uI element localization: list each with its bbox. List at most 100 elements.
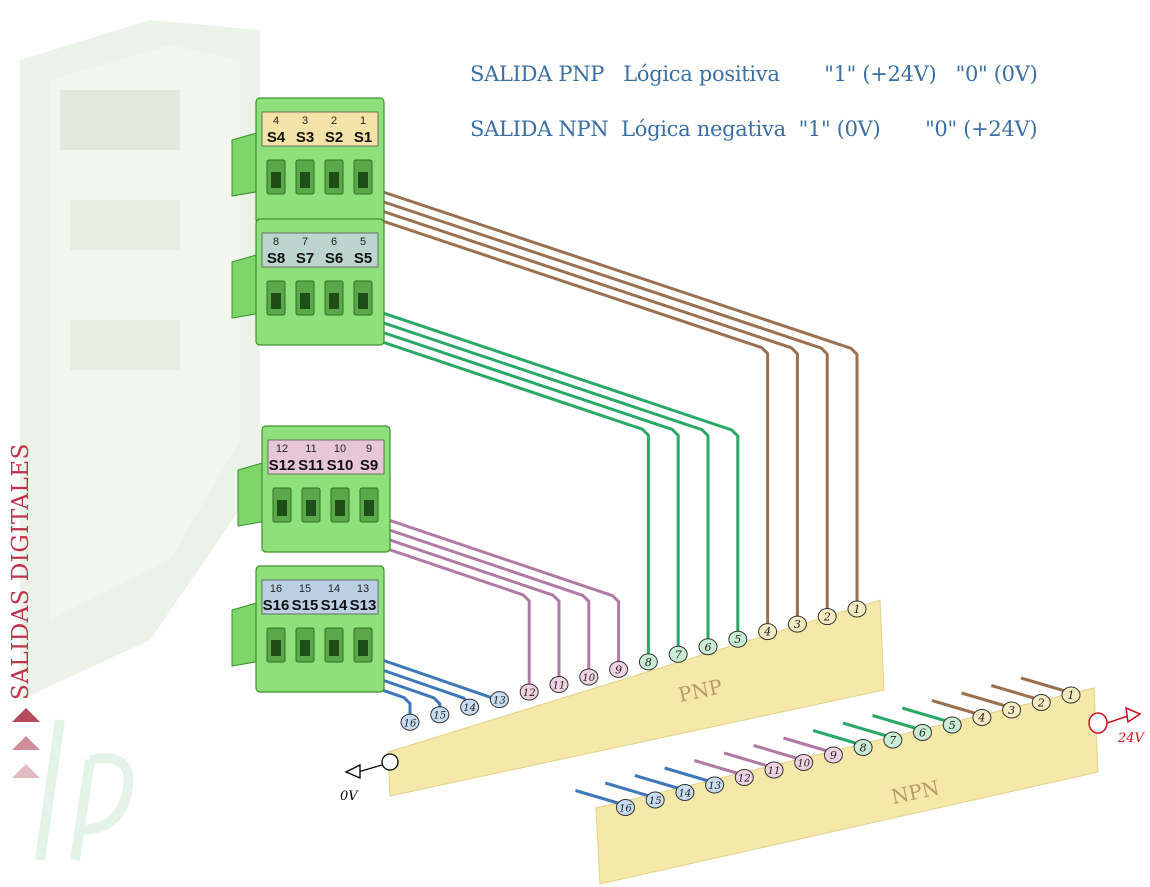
legend-row-pnp: SALIDA PNP Lógica positiva "1" (+24V) "0… xyxy=(470,62,1038,86)
pnp-terminal-4 xyxy=(758,623,778,641)
pnp-terminal-5 xyxy=(728,630,748,648)
connector-pin-number: 6 xyxy=(331,236,337,248)
connector-signal-label: S10 xyxy=(327,457,354,474)
connector-pin-number: 7 xyxy=(302,236,308,248)
connector-pin-number: 16 xyxy=(270,583,282,595)
npn-terminal-14 xyxy=(675,784,695,801)
npn-terminal-13 xyxy=(705,776,725,794)
pnp-terminal-label: 1 xyxy=(854,603,861,616)
pnp-terminal-label: 3 xyxy=(794,618,801,631)
zero-volt-terminal-icon xyxy=(344,753,399,779)
io-module-background xyxy=(20,20,260,700)
npn-terminal-label: 10 xyxy=(797,759,810,770)
npn-terminal-7 xyxy=(883,731,903,749)
plus-24v-terminal-icon xyxy=(1088,706,1142,734)
npn-lead-12 xyxy=(693,759,739,775)
npn-terminal-label: 12 xyxy=(738,774,751,785)
screw-hole xyxy=(271,640,281,656)
connector-signal-label: S5 xyxy=(354,250,372,267)
wire-8 xyxy=(271,303,650,654)
screw-hole xyxy=(271,293,281,309)
pnp-terminal-8 xyxy=(638,653,658,671)
wire-3 xyxy=(300,182,799,617)
wire-2 xyxy=(329,182,829,609)
legend-pnp-logic: Lógica positiva xyxy=(623,62,780,86)
npn-terminal-label: 15 xyxy=(649,796,662,807)
npn-terminal-label: 16 xyxy=(619,804,632,815)
legend-npn-zero: "0" (+24V) xyxy=(925,117,1038,141)
screw-hole xyxy=(277,500,287,516)
wire-6 xyxy=(329,303,710,639)
connector-signal-label: S3 xyxy=(296,129,314,146)
legend-npn-label: SALIDA NPN xyxy=(470,117,609,141)
connector-signal-label: S13 xyxy=(350,597,377,614)
pnp-terminal-label: 13 xyxy=(493,696,506,707)
pnp-terminal-3 xyxy=(787,615,807,633)
screw-hole xyxy=(364,500,374,516)
npn-lead-15 xyxy=(604,781,650,798)
pnp-terminal-label: 5 xyxy=(734,633,741,646)
screw-hole xyxy=(300,293,310,309)
connector-signal-label: S6 xyxy=(325,250,343,267)
pnp-terminal-label: 9 xyxy=(615,663,622,676)
npn-lead-1 xyxy=(1020,676,1066,693)
screw-hole xyxy=(358,293,368,309)
npn-terminal-label: 11 xyxy=(768,766,781,777)
wire-11 xyxy=(306,510,561,677)
npn-terminal-2 xyxy=(1031,694,1051,711)
legend-npn-one: "1" (0V) xyxy=(798,117,881,141)
npn-terminal-12 xyxy=(734,769,754,786)
pnp-terminal-label: 15 xyxy=(433,711,446,722)
pnp-terminal-16 xyxy=(400,713,420,731)
pnp-terminal-12 xyxy=(519,683,539,701)
npn-lead-7 xyxy=(842,721,888,738)
screw-hole xyxy=(329,293,339,309)
npn-terminal-3 xyxy=(1002,701,1022,719)
legend-npn-logic: Lógica negativa xyxy=(621,117,786,141)
connector-signal-label: S12 xyxy=(269,457,296,474)
connector-pin-number: 5 xyxy=(360,236,366,248)
connector-pin-number: 4 xyxy=(273,115,279,127)
npn-lead-16 xyxy=(575,789,620,805)
npn-terminal-label: 6 xyxy=(919,727,926,740)
npn-lead-8 xyxy=(812,729,858,745)
npn-terminal-4 xyxy=(972,709,992,726)
screw-hole xyxy=(306,500,316,516)
npn-lead-13 xyxy=(664,766,710,783)
connector-signal-label: S7 xyxy=(296,250,314,267)
connector-pin-number: 12 xyxy=(276,443,288,455)
pnp-terminal-label: 4 xyxy=(763,626,771,639)
npn-lead-2 xyxy=(990,684,1036,700)
wire-12 xyxy=(277,510,531,685)
npn-terminal-label: 1 xyxy=(1068,689,1075,702)
npn-lead-14 xyxy=(634,774,680,790)
pnp-terminal-14 xyxy=(460,698,480,716)
legend-row-npn: SALIDA NPN Lógica negativa "1" (0V) "0" … xyxy=(470,117,1038,141)
npn-lead-11 xyxy=(723,751,769,768)
npn-lead-9 xyxy=(782,736,828,753)
screw-hole xyxy=(329,172,339,188)
connector-signal-label: S14 xyxy=(321,597,348,614)
connector-pin-number: 15 xyxy=(299,583,311,595)
connector-signal-label: S9 xyxy=(360,457,378,474)
screw-hole xyxy=(271,172,281,188)
npn-terminal-label: 2 xyxy=(1037,697,1045,710)
wire-9 xyxy=(364,510,621,662)
wire-10 xyxy=(335,510,591,669)
npn-lead-10 xyxy=(753,744,799,760)
npn-terminal-16 xyxy=(616,799,635,816)
npn-terminal-label: 7 xyxy=(889,734,896,747)
npn-terminal-1 xyxy=(1061,686,1081,704)
npn-terminal-label: 14 xyxy=(679,789,692,800)
connector-signal-label: S11 xyxy=(298,457,324,474)
npn-terminal-6 xyxy=(913,724,932,741)
pnp-terminal-label: 8 xyxy=(645,656,652,669)
npn-terminal-11 xyxy=(764,761,784,779)
pnp-terminal-label: 2 xyxy=(823,611,831,624)
connector-label-strip xyxy=(261,232,379,268)
pnp-terminal-label: 12 xyxy=(523,688,536,699)
